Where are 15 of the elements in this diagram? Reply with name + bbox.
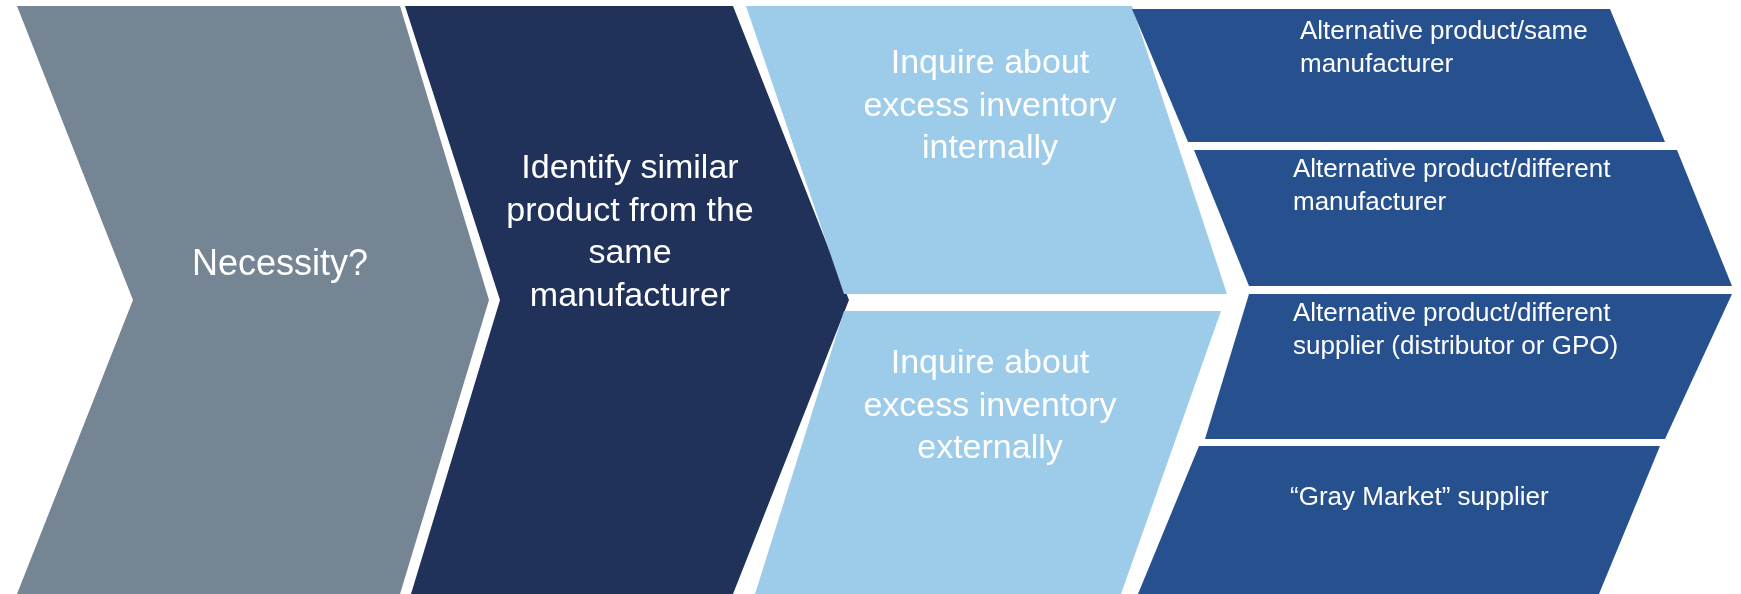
step-text: Alternative product/different manufacturer (1293, 152, 1612, 217)
option-band (1132, 9, 1665, 142)
step-text: Identify similar product from the same manufacturer (505, 146, 755, 315)
option-band (1138, 446, 1660, 594)
slanted-step (755, 311, 1221, 594)
chevron-step (405, 6, 849, 594)
step-text: “Gray Market” supplier (1290, 480, 1550, 513)
step-text: Alternative product/same manufacturer (1300, 14, 1589, 79)
option-band (1194, 150, 1732, 286)
option-band (1205, 294, 1732, 439)
step-text: Necessity? (190, 241, 370, 285)
step-text: Alternative product/different supplier (distributor or GPO) (1293, 296, 1620, 361)
chevron-step (17, 6, 489, 594)
step-text: Inquire about excess inventory externally (862, 341, 1118, 467)
step-text: Inquire about excess inventory internally (862, 41, 1118, 167)
